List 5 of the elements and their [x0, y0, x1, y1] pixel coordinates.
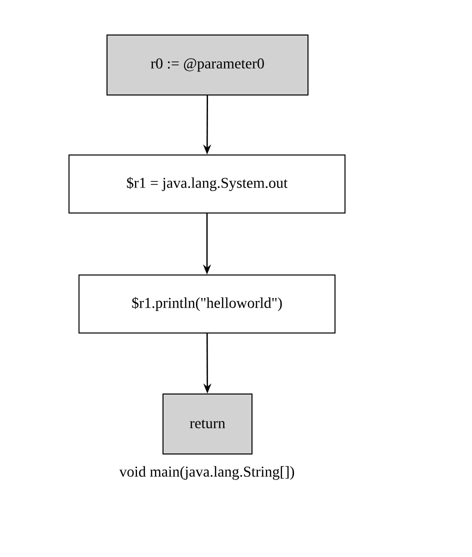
process-box: $r1.println("helloworld") [78, 274, 336, 334]
terminal-box: r0 := @parameter0 [106, 34, 308, 96]
caption: void main(java.lang.String[]) [119, 466, 294, 480]
terminal-box: return [162, 394, 252, 454]
process-box: $r1 = java.lang.System.out [68, 154, 346, 214]
